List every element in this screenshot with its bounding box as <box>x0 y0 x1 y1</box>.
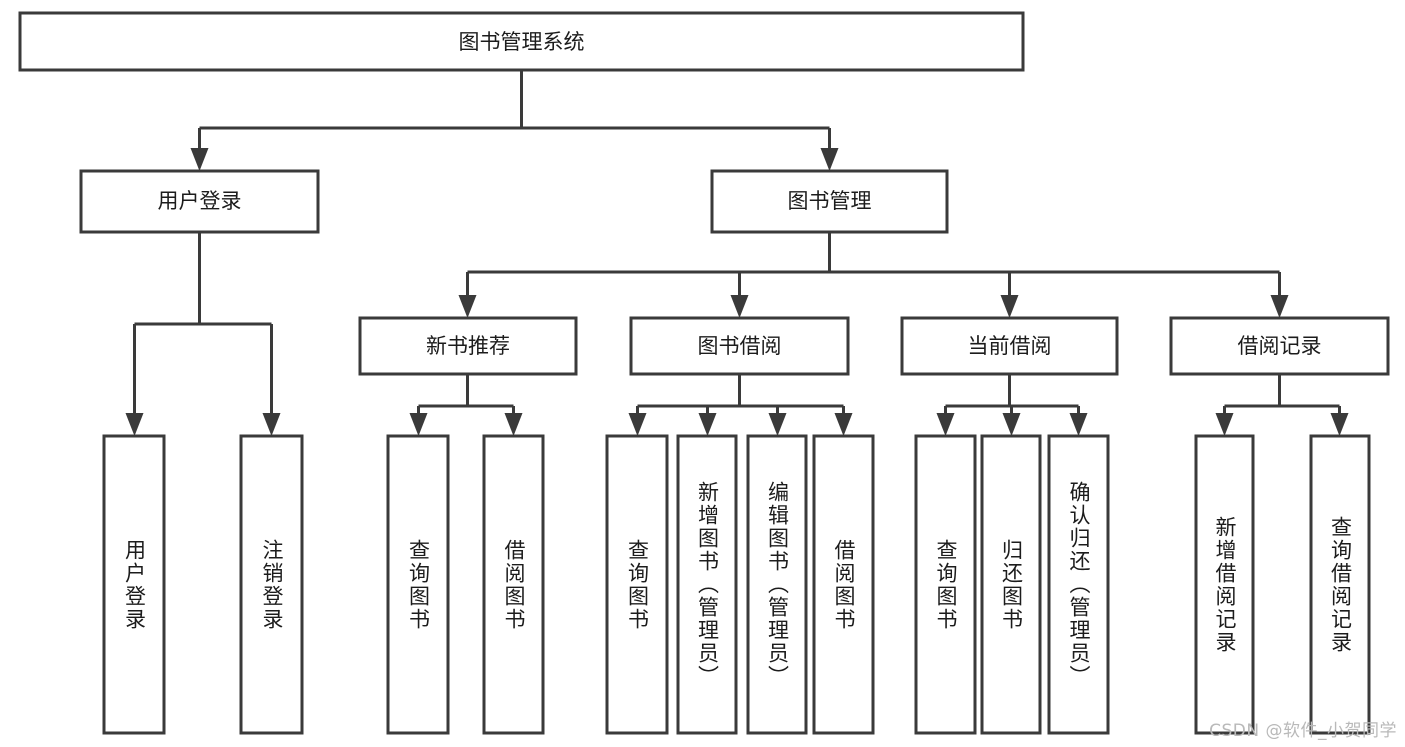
node-box-leaf-query-book-3[interactable] <box>914 434 977 735</box>
arrow-head-root-to-login <box>190 148 209 171</box>
node-box-leaf-add-record[interactable] <box>1194 434 1255 735</box>
node-label-book-management: 图书管理 <box>788 189 872 213</box>
arrow-head-to-borrow-record <box>1270 295 1289 318</box>
node-root[interactable]: 图书管理系统 <box>18 11 1025 72</box>
node-label-book-borrow: 图书借阅 <box>698 334 782 358</box>
node-box-leaf-query-record[interactable] <box>1309 434 1371 735</box>
node-box-leaf-query-book-1[interactable] <box>386 434 450 735</box>
node-box-user-login[interactable] <box>79 169 320 234</box>
arrow-head-to-borrow <box>730 295 749 318</box>
arrow-head-borrow-d2 <box>698 413 717 436</box>
node-box-leaf-user-login[interactable] <box>102 434 166 735</box>
node-book-borrow[interactable]: 图书借阅 <box>629 316 850 376</box>
node-box-leaf-confirm-return[interactable] <box>1047 434 1110 735</box>
arrow-head-borrow-record-d1 <box>1215 413 1234 436</box>
connector-group-book-mgmt <box>458 232 1289 318</box>
connector-group-borrow-record <box>1215 374 1349 436</box>
node-current-borrow[interactable]: 当前借阅 <box>900 316 1119 376</box>
node-borrow-record[interactable]: 借阅记录 <box>1169 316 1390 376</box>
arrow-head-borrow-d3 <box>768 413 787 436</box>
arrow-head-new-book-d2 <box>504 413 523 436</box>
node-box-root[interactable] <box>18 11 1025 72</box>
connector-group-new-book <box>409 374 523 436</box>
connector-group-borrow <box>628 374 853 436</box>
node-label-borrow-record: 借阅记录 <box>1238 334 1322 358</box>
arrow-head-borrow-record-d2 <box>1330 413 1349 436</box>
arrow-head-new-book-d1 <box>409 413 428 436</box>
node-box-new-book-recommend[interactable] <box>358 316 578 376</box>
node-label-root: 图书管理系统 <box>459 30 585 54</box>
node-box-leaf-borrow-book-2[interactable] <box>812 434 875 735</box>
arrow-head-root-to-book-mgmt <box>820 148 839 171</box>
node-box-leaf-query-book-2[interactable] <box>605 434 669 735</box>
node-box-current-borrow[interactable] <box>900 316 1119 376</box>
node-label-user-login: 用户登录 <box>158 189 242 213</box>
node-box-book-borrow[interactable] <box>629 316 850 376</box>
arrow-head-borrow-d4 <box>834 413 853 436</box>
node-label-new-book-recommend: 新书推荐 <box>426 334 510 358</box>
node-box-leaf-borrow-book-1[interactable] <box>482 434 545 735</box>
csdn-watermark: CSDN @软件_小贺同学 <box>1209 721 1397 741</box>
node-box-leaf-add-book[interactable] <box>676 434 738 735</box>
arrow-head-to-new-book <box>458 295 477 318</box>
arrow-head-login-to-leaf1 <box>125 413 144 436</box>
node-box-leaf-return-book[interactable] <box>980 434 1042 735</box>
arrow-head-current-borrow-d2 <box>1002 413 1021 436</box>
node-label-current-borrow: 当前借阅 <box>968 334 1052 358</box>
arrow-head-to-current-borrow <box>1000 295 1019 318</box>
connector-group-root <box>190 70 839 171</box>
node-user-login[interactable]: 用户登录 <box>79 169 320 234</box>
arrow-head-borrow-d1 <box>628 413 647 436</box>
connector-group-login <box>125 232 281 436</box>
connector-group-current-borrow <box>936 374 1088 436</box>
node-new-book-recommend[interactable]: 新书推荐 <box>358 316 578 376</box>
node-book-management[interactable]: 图书管理 <box>710 169 949 234</box>
arrow-head-current-borrow-d3 <box>1069 413 1088 436</box>
node-box-leaf-logout[interactable] <box>239 434 304 735</box>
node-box-borrow-record[interactable] <box>1169 316 1390 376</box>
arrow-head-current-borrow-d1 <box>936 413 955 436</box>
arrow-head-login-to-leaf2 <box>262 413 281 436</box>
node-box-book-management[interactable] <box>710 169 949 234</box>
node-box-leaf-edit-book[interactable] <box>746 434 808 735</box>
